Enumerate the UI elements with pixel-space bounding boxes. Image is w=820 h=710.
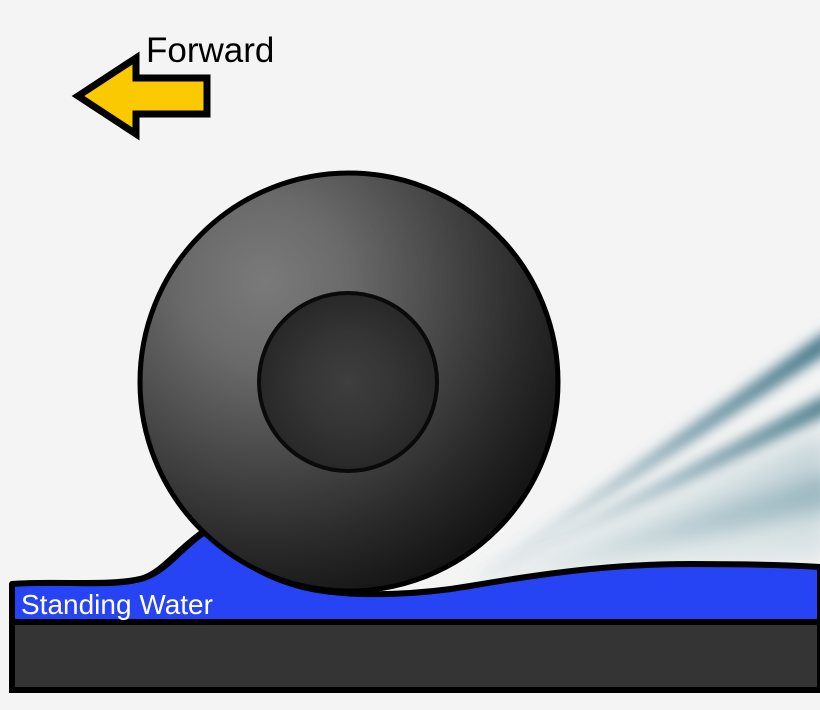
spray-streak-2 (478, 392, 820, 583)
spray-streak-4 (478, 430, 820, 586)
water-spray (478, 328, 820, 590)
standing-water-body (9, 527, 820, 627)
spray-streak-5 (478, 500, 820, 590)
forward-arrow-icon (71, 51, 211, 141)
spray-streak-1 (478, 328, 820, 581)
road-surface (9, 619, 820, 693)
tire-hub (257, 291, 439, 473)
tire (137, 170, 561, 594)
